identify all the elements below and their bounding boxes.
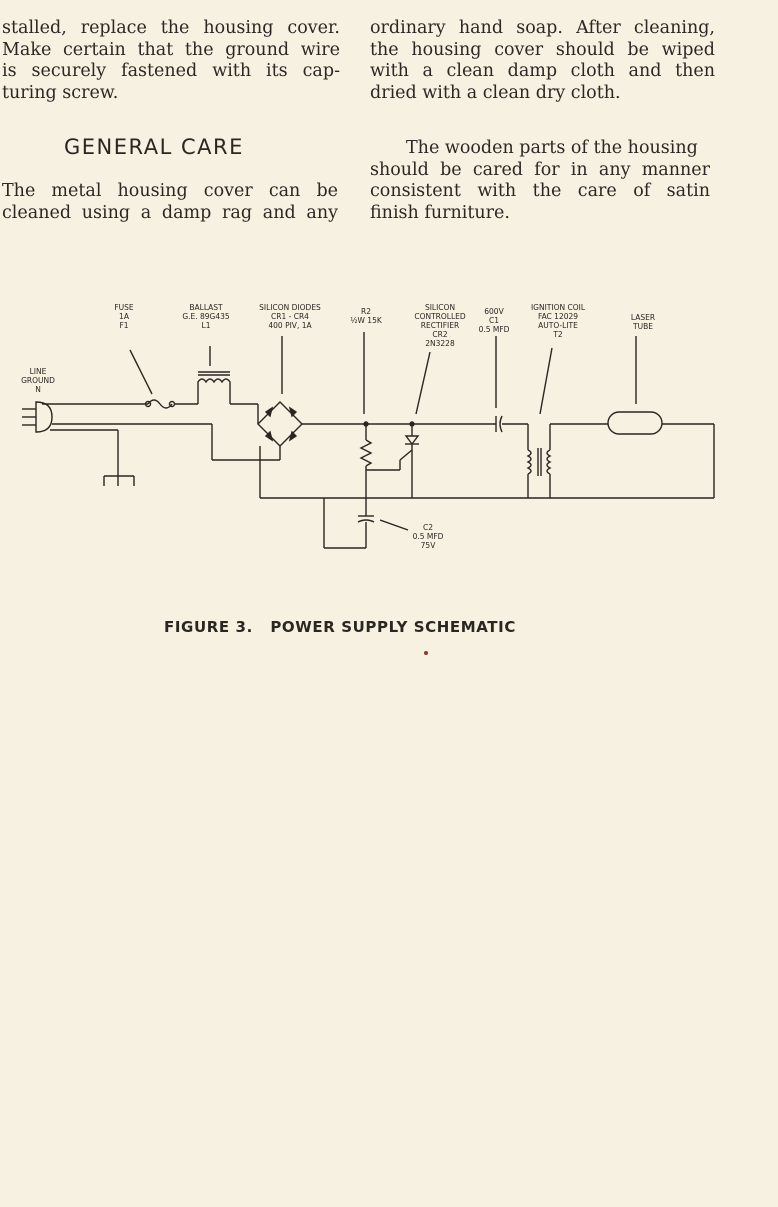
plug-icon	[35, 401, 53, 433]
text-line: ordinary hand soap. After cleaning,	[370, 18, 715, 38]
scr-icon	[404, 435, 420, 446]
coil-label: IGNITION COIL	[531, 303, 586, 312]
resistor-r2-icon	[359, 439, 373, 467]
resistor-label: R2	[361, 307, 371, 316]
bridge-rectifier-icon	[257, 401, 303, 447]
laser-label-2: TUBE	[632, 322, 653, 331]
fuse-ref: F1	[119, 321, 128, 330]
neutral-label: N	[35, 385, 41, 394]
ballast-part: G.E. 89G435	[182, 312, 230, 321]
text-line: should be cared for in any manner	[370, 159, 710, 180]
figure-caption: FIGURE 3. POWER SUPPLY SCHEMATIC	[164, 618, 516, 636]
text-line: with a clean damp cloth and then	[370, 61, 715, 81]
diodes-rating: 400 PIV, 1A	[268, 321, 312, 330]
diodes-label: SILICON DIODES	[259, 303, 321, 312]
text-line: The wooden parts of the housing	[406, 138, 698, 158]
text-line: turing screw.	[2, 82, 119, 103]
fuse-rating: 1A	[119, 312, 130, 321]
text-line: cleaned using a damp rag and any	[2, 202, 338, 223]
text-line: Make certain that the ground wire	[2, 39, 340, 60]
text-line: the housing cover should be wiped	[370, 39, 715, 60]
c2-value: 0.5 MFD	[413, 532, 444, 541]
diodes-ref: CR1 - CR4	[271, 312, 309, 321]
scr-ref: CR2	[432, 330, 447, 339]
laser-tube-icon	[607, 411, 663, 435]
scr-label-2: CONTROLLED	[414, 312, 466, 321]
coil-ref: T2	[552, 330, 563, 339]
ballast-inductor-icon	[197, 378, 231, 404]
top-right-paragraph: ordinary hand soap. After cleaning, the …	[370, 18, 715, 104]
c1-ref: C1	[489, 316, 499, 325]
coil-part: FAC 12029	[538, 312, 578, 321]
power-supply-schematic: FUSE 1A F1 BALLAST G.E. 89G435 L1 SILICO…	[21, 303, 715, 550]
general-care-left-paragraph: The metal housing cover can be cleaned u…	[2, 181, 338, 224]
general-care-right-paragraph: The wooden parts of the housing should b…	[370, 138, 710, 224]
text-line: finish furniture.	[370, 202, 510, 223]
coil-maker: AUTO-LITE	[538, 321, 578, 330]
c1-voltage: 600V	[484, 307, 504, 316]
text-line: is securely fastened with its cap-	[2, 61, 340, 81]
fuse-label: FUSE	[114, 303, 134, 312]
section-heading: GENERAL CARE	[64, 135, 244, 159]
ballast-label: BALLAST	[189, 303, 223, 312]
scr-part: 2N3228	[425, 339, 455, 348]
c2-voltage: 75V	[421, 541, 437, 550]
laser-label-1: LASER	[631, 313, 655, 322]
resistor-rating: ½W 15K	[350, 316, 383, 325]
print-speck	[424, 651, 428, 655]
c1-value: 0.5 MFD	[479, 325, 510, 334]
ignition-coil-icon	[526, 449, 532, 475]
text-line: The metal housing cover can be	[2, 181, 338, 201]
fuse-icon	[147, 399, 173, 409]
c2-ref: C2	[423, 523, 433, 532]
top-left-paragraph: stalled, replace the housing cover. Make…	[2, 18, 340, 104]
ballast-ref: L1	[202, 321, 211, 330]
scr-label-1: SILICON	[425, 303, 455, 312]
line-label: LINE	[30, 367, 47, 376]
text-line: consistent with the care of satin	[370, 181, 710, 201]
text-line: dried with a clean dry cloth.	[370, 82, 621, 103]
scr-label-3: RECTIFIER	[421, 321, 459, 330]
ground-label: GROUND	[21, 376, 55, 385]
text-line: stalled, replace the housing cover.	[2, 18, 340, 38]
